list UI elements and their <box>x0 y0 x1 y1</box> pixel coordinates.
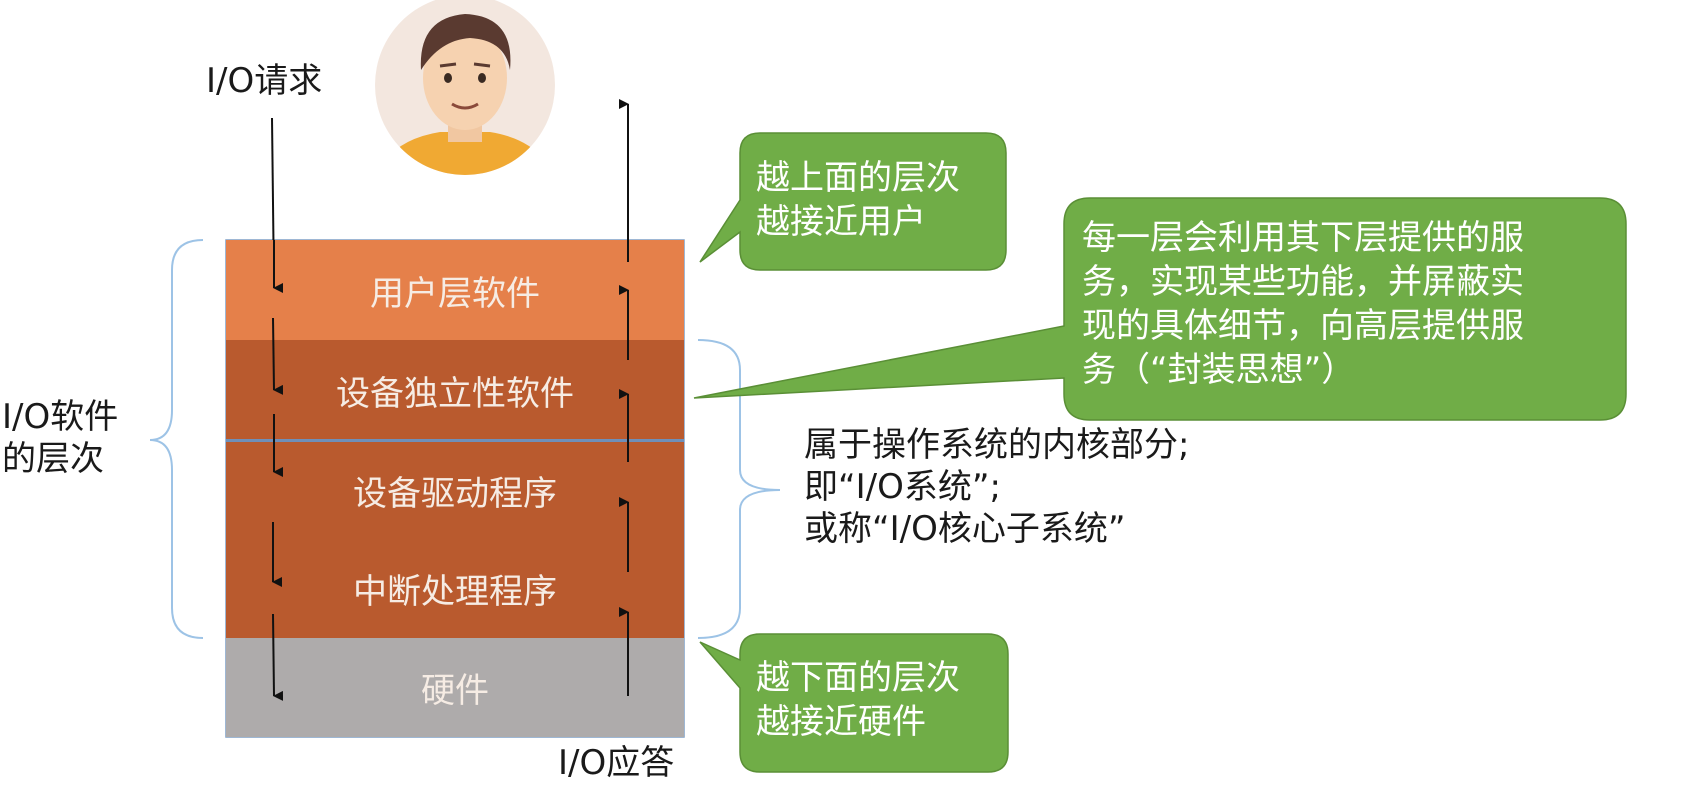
callout-top-line1: 越上面的层次 <box>756 158 960 198</box>
io-request-label: I/O请求 <box>206 61 323 101</box>
user-avatar-icon <box>375 0 555 175</box>
callout-top-line2: 越接近用户 <box>756 202 926 242</box>
callout-middle-line2: 务，实现某些功能，并屏蔽实 <box>1082 262 1524 302</box>
callout-middle-line3: 现的具体细节，向高层提供服 <box>1082 306 1524 346</box>
callout-bottom-line1: 越下面的层次 <box>756 658 960 698</box>
layer-device-driver: 设备驱动程序 <box>226 441 684 539</box>
right-bracket <box>697 339 781 639</box>
layer-user-software: 用户层软件 <box>226 240 684 340</box>
callout-top: 越上面的层次 越接近用户 <box>756 156 960 244</box>
kernel-note: 属于操作系统的内核部分; 即“I/O系统”; 或称“I/O核心子系统” <box>804 424 1189 550</box>
callout-middle-line4: 务（“封装思想”） <box>1082 350 1356 390</box>
layer-label: 硬件 <box>421 671 489 711</box>
software-levels-label: I/O软件 的层次 <box>2 396 118 480</box>
kernel-note-line2: 即“I/O系统”; <box>804 467 1001 507</box>
layer-interrupt-handler: 中断处理程序 <box>226 539 684 638</box>
callout-middle: 每一层会利用其下层提供的服 务，实现某些功能，并屏蔽实 现的具体细节，向高层提供… <box>1082 216 1524 392</box>
io-response-label: I/O应答 <box>558 743 675 783</box>
callout-top-shape <box>699 132 1007 271</box>
software-levels-line1: I/O软件 <box>2 397 119 437</box>
layer-label: 用户层软件 <box>370 273 540 314</box>
software-levels-line2: 的层次 <box>2 439 104 479</box>
layer-label: 中断处理程序 <box>353 572 557 612</box>
layer-label: 设备驱动程序 <box>353 473 557 514</box>
left-bracket <box>149 239 204 639</box>
callout-bottom-shape <box>699 633 1009 773</box>
callout-middle-shape <box>693 197 1627 421</box>
layer-divider <box>226 439 684 442</box>
kernel-note-line1: 属于操作系统的内核部分; <box>804 425 1190 465</box>
callout-bottom: 越下面的层次 越接近硬件 <box>756 656 960 744</box>
callout-middle-line1: 每一层会利用其下层提供的服 <box>1082 218 1524 258</box>
callout-bottom-line2: 越接近硬件 <box>756 702 926 742</box>
kernel-note-line3: 或称“I/O核心子系统” <box>804 509 1126 549</box>
layer-hardware: 硬件 <box>226 638 684 737</box>
layer-label: 设备独立性软件 <box>336 373 574 414</box>
layer-device-independent-software: 设备独立性软件 <box>226 340 684 440</box>
